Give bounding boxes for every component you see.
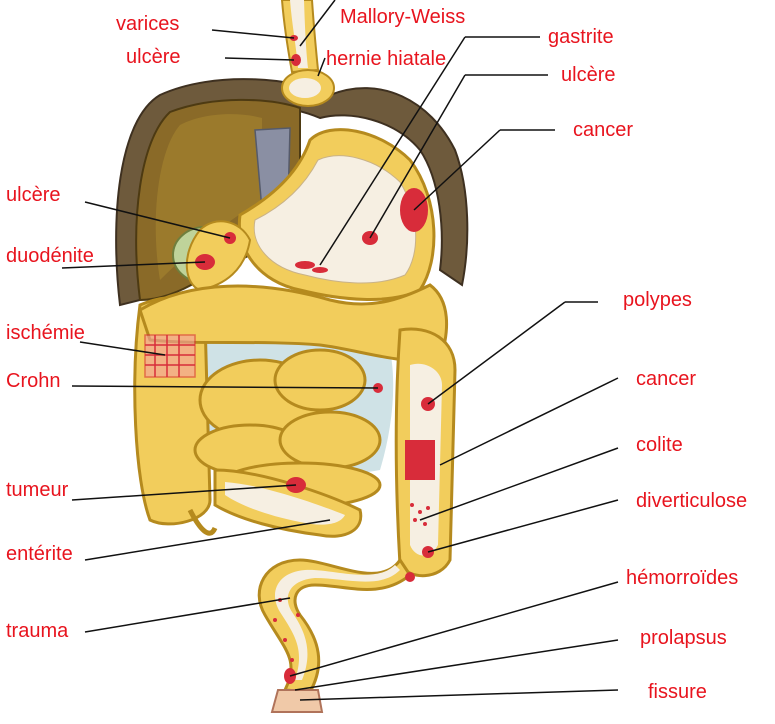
colon-cancer-lesion xyxy=(405,440,435,480)
label-cancer-gastric: cancer xyxy=(573,119,634,141)
hiatal-hernia-lumen xyxy=(289,78,321,98)
gastritis-lesion-2 xyxy=(312,267,328,273)
label-polypes: polypes xyxy=(623,289,692,311)
leader-ischemie xyxy=(79,341,166,356)
leader-enterite xyxy=(84,519,331,561)
gastritis-lesion xyxy=(295,261,315,269)
leader-gastrite-2 xyxy=(319,36,466,266)
leader-duodenite xyxy=(61,261,206,269)
label-ulcere-esophageal: ulcère xyxy=(126,46,181,68)
esophageal-ulcer xyxy=(291,54,301,66)
label-prolapsus: prolapsus xyxy=(640,627,727,649)
appendix xyxy=(187,508,218,536)
leader-ulcere-eso xyxy=(224,57,295,61)
leader-mallory xyxy=(299,0,336,47)
label-ulcere-gastric: ulcère xyxy=(561,64,616,86)
sigmoid-lumen xyxy=(274,565,400,680)
label-crohn: Crohn xyxy=(6,370,61,392)
esophagus-lumen xyxy=(290,0,308,68)
label-mallory-weiss: Mallory-Weiss xyxy=(340,6,466,28)
label-tumeur: tumeur xyxy=(6,479,69,501)
label-varices: varices xyxy=(116,13,180,35)
leader-varices xyxy=(211,29,295,39)
label-duodenite: duodénite xyxy=(6,245,94,267)
leader-prolapsus xyxy=(294,639,619,691)
leader-ulcere-gastric-2 xyxy=(369,74,466,239)
anus xyxy=(270,689,324,713)
diverticulosis-lesion-2 xyxy=(405,572,415,582)
transverse-colon xyxy=(138,283,449,363)
label-ischemie: ischémie xyxy=(6,322,85,344)
leader-tumeur xyxy=(71,484,297,501)
ischemia-lesion xyxy=(144,334,196,378)
leader-colite xyxy=(419,447,619,521)
label-gastrite: gastrite xyxy=(548,26,614,48)
leader-fissure xyxy=(299,689,619,701)
label-hernie-hiatale: hernie hiatale xyxy=(326,48,447,70)
label-ulcere-duodenal: ulcère xyxy=(6,184,61,206)
stomach-lumen xyxy=(253,155,417,284)
leader-cancer-colon xyxy=(439,377,619,466)
leader-hernie xyxy=(317,57,326,77)
leader-polypes-2 xyxy=(427,301,566,405)
leader-diverticulose xyxy=(427,499,619,553)
label-hemorroides: hémorroïdes xyxy=(626,567,739,589)
leader-lines xyxy=(61,0,619,701)
label-trauma: trauma xyxy=(6,620,69,642)
label-colite: colite xyxy=(636,434,683,456)
label-fissure: fissure xyxy=(648,681,707,703)
leader-trauma xyxy=(84,597,291,633)
leader-ulcere-duo xyxy=(84,201,231,239)
leader-hemorroides xyxy=(289,581,619,677)
label-diverticulose: diverticulose xyxy=(636,490,748,512)
leader-crohn xyxy=(71,385,379,389)
label-enterite: entérite xyxy=(6,543,73,565)
ileum-lumen xyxy=(225,482,345,525)
label-cancer-colon: cancer xyxy=(636,368,697,390)
lesions xyxy=(195,35,435,684)
leader-cancer-gastric-2 xyxy=(413,129,501,211)
